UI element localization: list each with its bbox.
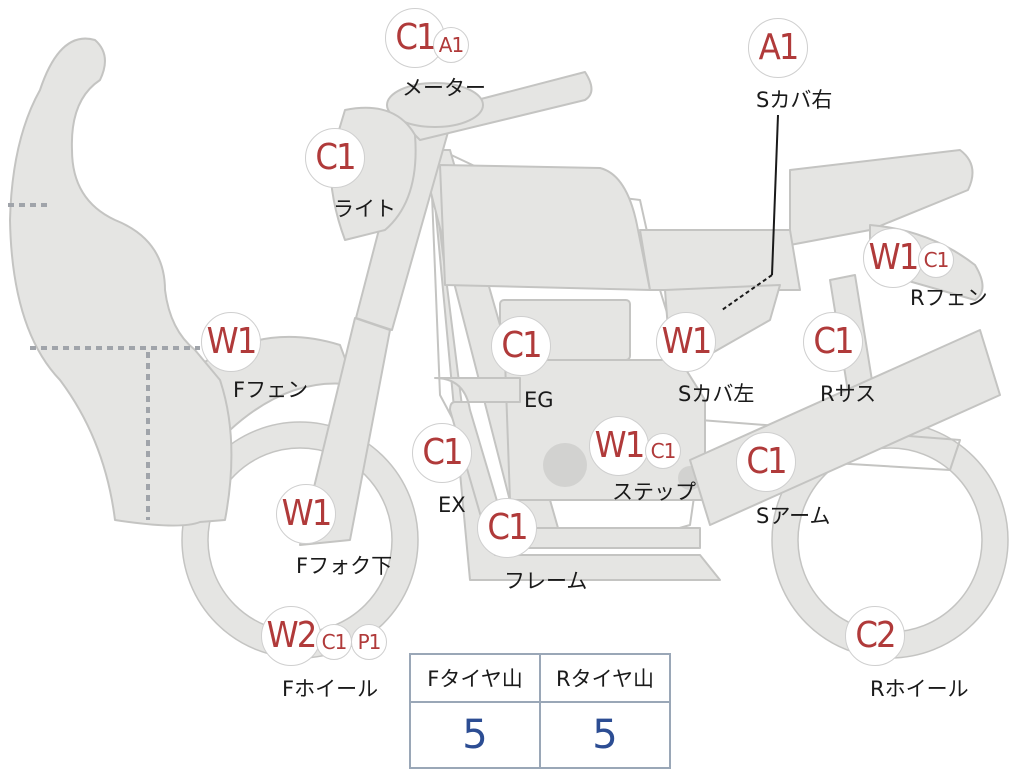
frame-code-1: C1 xyxy=(477,498,537,558)
meter-shape xyxy=(386,82,484,128)
front-fork-lower-code-1: W1 xyxy=(276,484,336,544)
side-cover-right-label: Sカバ右 xyxy=(756,88,833,112)
exhaust-label: EX xyxy=(438,493,466,517)
front-wheel-code-2: C1 xyxy=(316,624,352,660)
rear-tire-tread-header: Rタイヤ山 xyxy=(539,653,671,703)
rear-tire-tread-value: 5 xyxy=(539,701,671,769)
swing-arm-code-1: C1 xyxy=(736,432,796,492)
side-cover-right-leader xyxy=(771,114,779,276)
light-label: ライト xyxy=(333,197,396,221)
side-cover-right-code-1: A1 xyxy=(748,18,808,78)
fairing-shape xyxy=(9,37,233,527)
light-code-1: C1 xyxy=(305,128,365,188)
meter-code-2: A1 xyxy=(433,27,469,63)
rear-fender-label: Rフェン xyxy=(910,286,988,310)
front-wheel-label: Fホイール xyxy=(282,677,379,701)
rear-fender-code-2: C1 xyxy=(918,242,954,278)
rear-wheel-label: Rホイール xyxy=(870,677,969,701)
front-fender-label: Fフェン xyxy=(233,378,309,402)
meter-label: メーター xyxy=(402,76,486,100)
engine-code-1: C1 xyxy=(491,316,551,376)
engine-label: EG xyxy=(524,388,554,412)
tank-shape xyxy=(439,164,651,291)
seat-shape xyxy=(789,149,974,246)
rear-suspension-code-1: C1 xyxy=(803,312,863,372)
front-wheel-code-3: P1 xyxy=(351,624,387,660)
step-label: ステップ xyxy=(612,480,696,504)
swing-arm-label: Sアーム xyxy=(756,504,831,528)
rear-suspension-label: Rサス xyxy=(820,382,877,406)
frame-label: フレーム xyxy=(504,569,588,593)
rear-wheel-code-1: C2 xyxy=(845,606,905,666)
front-fender-code-1: W1 xyxy=(201,312,261,372)
side-cover-left-code-1: W1 xyxy=(656,312,716,372)
front-tire-tread-header: Fタイヤ山 xyxy=(409,653,541,703)
step-code-1: W1 xyxy=(589,416,649,476)
step-code-2: C1 xyxy=(645,433,681,469)
exhaust-code-1: C1 xyxy=(412,423,472,483)
front-wheel-code-1: W2 xyxy=(261,606,321,666)
tire-tread-table: Fタイヤ山 Rタイヤ山 5 5 xyxy=(409,653,671,769)
front-tire-tread-value: 5 xyxy=(409,701,541,769)
rear-fender-code-1: W1 xyxy=(863,228,923,288)
front-fork-lower-label: Fフォク下 xyxy=(296,554,393,578)
side-cover-left-label: Sカバ左 xyxy=(678,382,755,406)
